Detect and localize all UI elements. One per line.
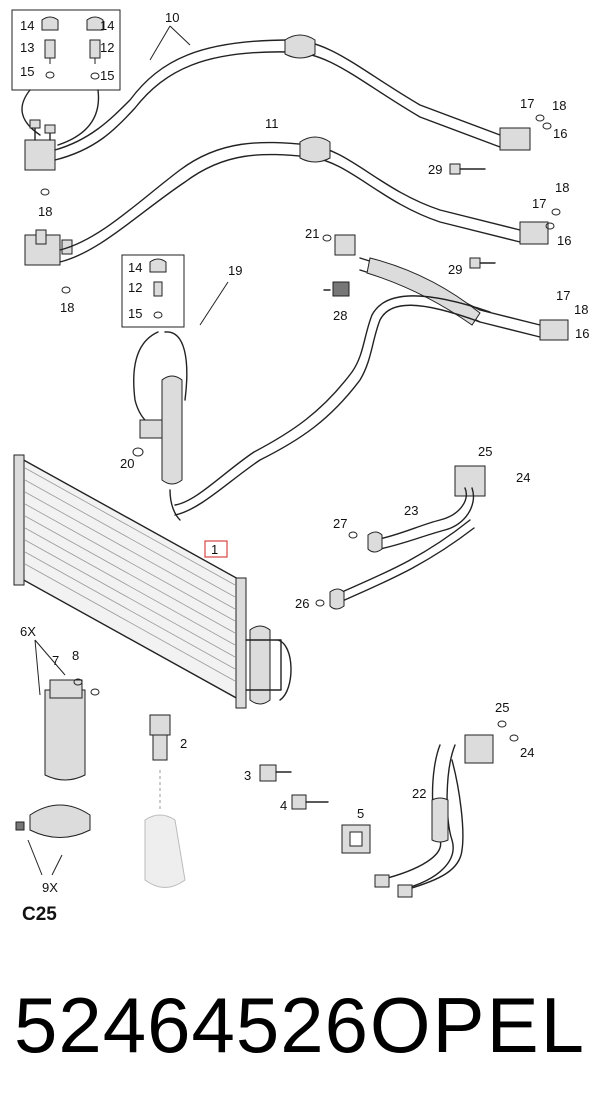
callout-8: 8 <box>72 648 79 663</box>
callout-11: 11 <box>265 116 279 131</box>
brand-name: OPEL <box>369 981 586 1069</box>
refrigerant-hose-10 <box>54 34 531 161</box>
cap-icon <box>41 16 104 31</box>
diagram-code: C25 <box>22 904 57 925</box>
leader-line <box>34 639 66 696</box>
callout-17: 17 <box>520 96 534 111</box>
callout-17: 17 <box>556 288 570 303</box>
leader-line <box>199 281 229 326</box>
callout-6X: 6X <box>20 624 36 639</box>
callout-10: 10 <box>165 10 179 25</box>
bolt-29-mid <box>469 257 496 269</box>
o-ring-icon <box>322 234 332 242</box>
callout-9X: 9X <box>42 880 58 895</box>
callout-28: 28 <box>333 308 347 323</box>
o-ring-icon <box>535 114 545 122</box>
callout-16: 16 <box>553 126 567 141</box>
pressure-switch <box>144 714 186 888</box>
callout-2: 2 <box>180 736 187 751</box>
valve-parts-inset-top <box>11 9 121 91</box>
o-ring-icon <box>542 122 552 130</box>
o-ring-icon <box>551 208 561 216</box>
callout-29: 29 <box>428 162 442 177</box>
receiver-drier <box>44 678 100 781</box>
callout-19: 19 <box>228 263 242 278</box>
callout-25: 25 <box>495 700 509 715</box>
leader-line <box>27 839 63 876</box>
callout-24: 24 <box>520 745 534 760</box>
callout-22: 22 <box>412 786 426 801</box>
callout-17: 17 <box>532 196 546 211</box>
o-ring-icon <box>509 734 519 742</box>
callout-24: 24 <box>516 470 530 485</box>
part-number: 52464526 <box>14 981 370 1069</box>
callout-25: 25 <box>478 444 492 459</box>
refrigerant-pipe-23 <box>367 465 486 553</box>
callout-15: 15 <box>128 306 142 321</box>
callout-7: 7 <box>52 653 59 668</box>
callout-18: 18 <box>555 180 569 195</box>
bolt-29-top <box>449 163 486 175</box>
callout-16: 16 <box>575 326 589 341</box>
callout-21: 21 <box>305 226 319 241</box>
bolt-4 <box>291 794 329 810</box>
callout-12: 12 <box>128 280 142 295</box>
drier-bracket <box>15 804 91 838</box>
callout-26: 26 <box>295 596 309 611</box>
callout-16: 16 <box>557 233 571 248</box>
liquid-line-with-muffler <box>174 234 569 516</box>
callout-18: 18 <box>60 300 74 315</box>
o-ring-icon <box>545 222 555 230</box>
callout-13: 13 <box>20 40 34 55</box>
o-ring-icon <box>315 599 325 607</box>
valve-core-icon <box>44 39 101 64</box>
callout-18: 18 <box>552 98 566 113</box>
callout-4: 4 <box>280 798 287 813</box>
callout-20: 20 <box>120 456 134 471</box>
o-ring-icon <box>497 720 507 728</box>
condenser <box>13 454 247 709</box>
callout-27: 27 <box>333 516 347 531</box>
bolt-28 <box>323 281 350 297</box>
o-ring-icon <box>348 531 358 539</box>
callout-15: 15 <box>100 68 114 83</box>
callout-23: 23 <box>404 503 418 518</box>
clip-5 <box>341 824 371 854</box>
callout-14: 14 <box>100 18 114 33</box>
o-ring-icon <box>45 71 100 80</box>
refrigerant-hose-11 <box>59 136 549 263</box>
callout-15: 15 <box>20 64 34 79</box>
callout-14: 14 <box>128 260 142 275</box>
callout-12: 12 <box>100 40 114 55</box>
callout-5: 5 <box>357 806 364 821</box>
footer: 52464526 OPEL <box>0 975 600 1095</box>
callout-18: 18 <box>38 204 52 219</box>
valve-parts-inset-19 <box>121 254 185 328</box>
leader-line <box>149 25 191 61</box>
condenser-hose-19 <box>133 331 188 521</box>
refrigerant-pipe-26 <box>329 519 475 610</box>
suction-discharge-fittings <box>24 119 73 294</box>
callout-1[interactable]: 1 <box>211 542 218 557</box>
receiver-drier-mounted <box>245 625 292 705</box>
o-ring-icon <box>132 447 144 457</box>
bolt-3 <box>259 764 292 782</box>
refrigerant-pipe-22 <box>374 734 494 898</box>
ac-system-parts-diagram: 14 14 13 12 15 15 18 18 10 11 17 18 16 <box>11 9 589 925</box>
callout-14: 14 <box>20 18 34 33</box>
callout-18: 18 <box>574 302 588 317</box>
callout-29: 29 <box>448 262 462 277</box>
callout-1-highlight[interactable] <box>204 540 228 558</box>
callout-3: 3 <box>244 768 251 783</box>
